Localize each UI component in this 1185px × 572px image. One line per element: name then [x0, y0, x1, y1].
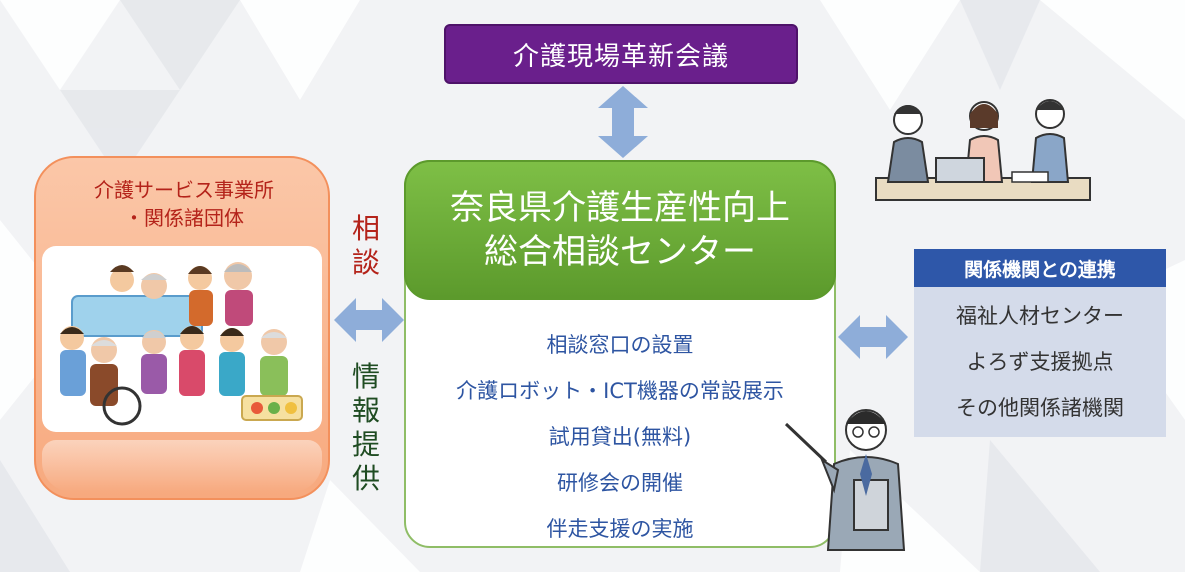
info-label: 情 報 提 供 [346, 360, 386, 496]
illustration-reflection [42, 440, 322, 492]
council-label: 介護現場革新会議 [512, 41, 729, 72]
providers-panel: 介護サービス事業所 ・関係諸団体 [34, 156, 330, 500]
council-box: 介護現場革新会議 [444, 24, 798, 84]
service-item: 研修会の開催 [557, 471, 683, 495]
info-char: 供 [351, 462, 380, 495]
service-item: 伴走支援の実施 [546, 517, 694, 541]
service-item: 試用貸出(無料) [548, 425, 692, 449]
partners-header-label: 関係機関との連携 [964, 258, 1116, 281]
partners-header: 関係機関との連携 [914, 249, 1166, 287]
providers-title-line1: 介護サービス事業所 [94, 178, 274, 202]
center-services-list: 相談窓口の設置 介護ロボット・ICT機器の常設展示 試用貸出(無料) 研修会の開… [404, 322, 836, 552]
info-char: 情 [351, 360, 380, 393]
council-center-arrow [598, 86, 648, 158]
meeting-illustration [875, 99, 1091, 201]
service-item: 介護ロボット・ICT機器の常設展示 [456, 379, 784, 403]
center-title-line1: 奈良県介護生産性向上 [450, 188, 790, 228]
service-item: 相談窓口の設置 [546, 333, 694, 357]
partner-item: よろず支援拠点 [966, 350, 1114, 374]
care-workers-illustration [42, 246, 322, 432]
partners-list: 福祉人材センター よろず支援拠点 その他関係諸機関 [914, 287, 1166, 437]
providers-title-line2: ・関係諸団体 [124, 206, 244, 230]
consult-label: 相 談 [346, 212, 386, 280]
info-char: 報 [351, 394, 380, 427]
providers-center-arrow [334, 298, 404, 342]
center-partners-arrow [838, 315, 908, 359]
partner-item: その他関係諸機関 [956, 396, 1124, 420]
consult-char: 相 [351, 212, 380, 245]
center-title: 奈良県介護生産性向上 総合相談センター [404, 160, 836, 300]
consult-char: 談 [351, 246, 380, 279]
presenter-illustration [784, 409, 906, 551]
center-title-line2: 総合相談センター [484, 232, 756, 272]
providers-title: 介護サービス事業所 ・関係諸団体 [36, 176, 332, 232]
info-char: 提 [351, 428, 380, 461]
partner-item: 福祉人材センター [956, 304, 1124, 328]
